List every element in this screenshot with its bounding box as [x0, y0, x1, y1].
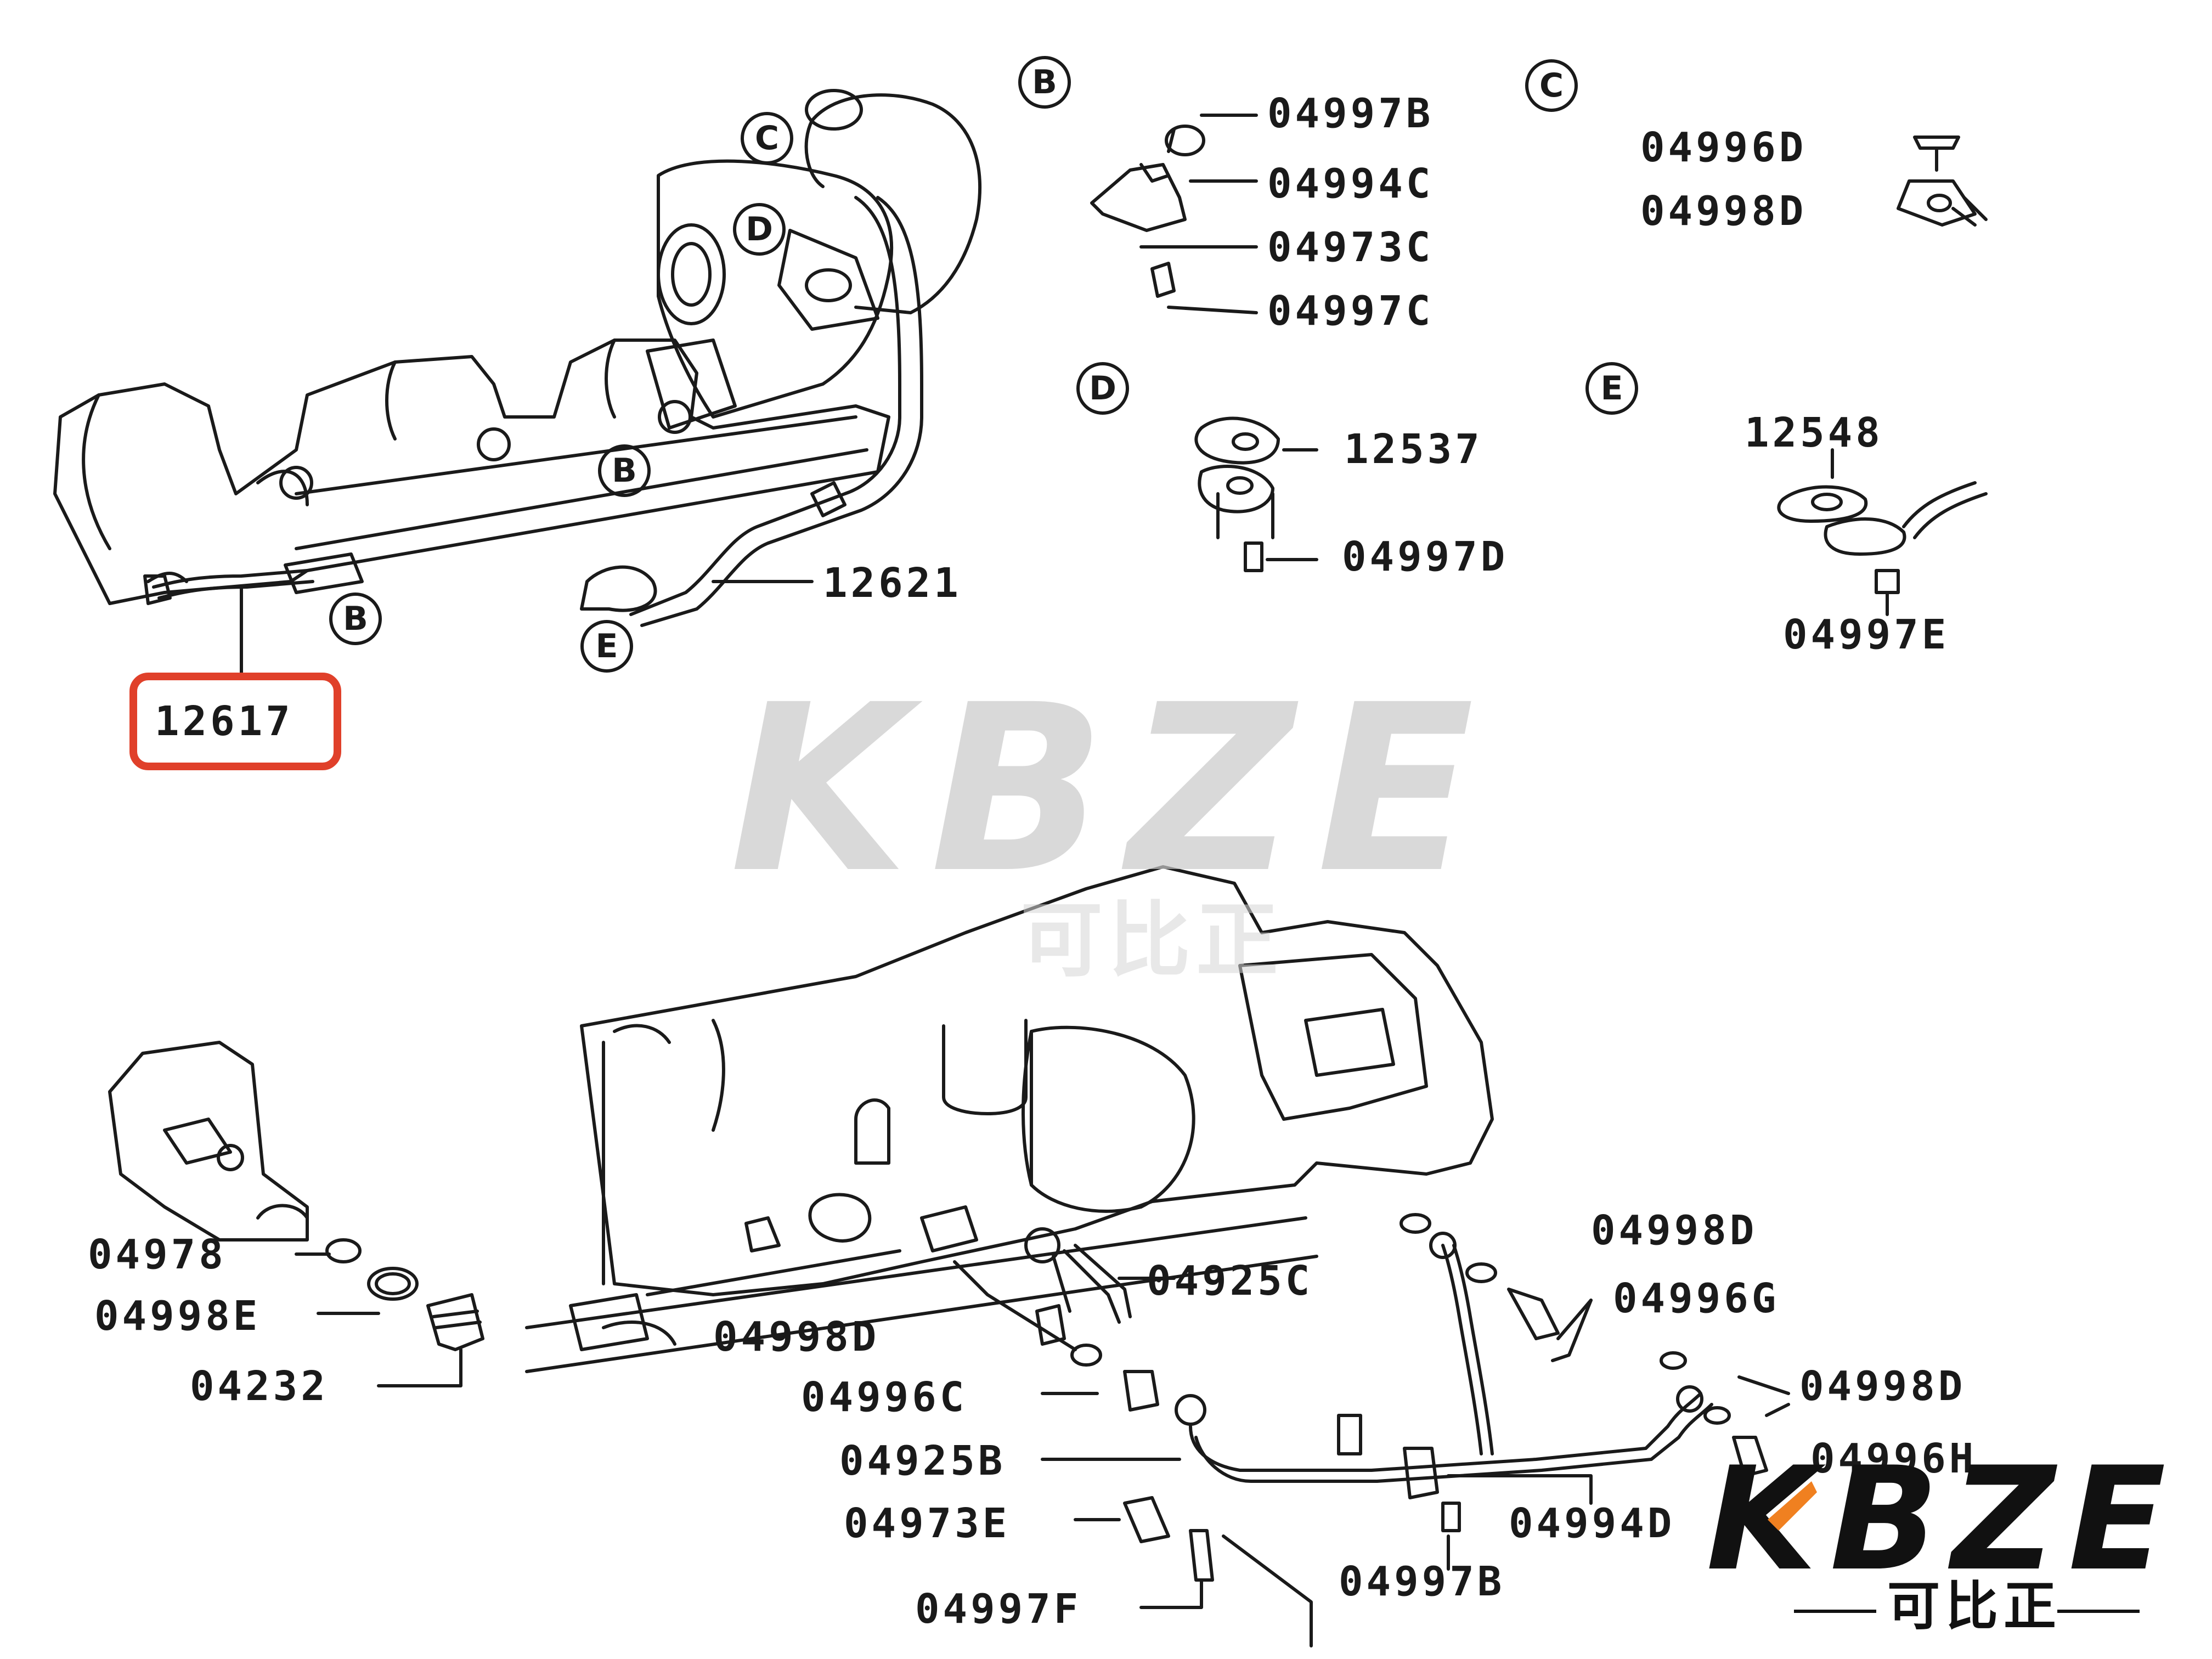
- logo-line-left: [1794, 1610, 1876, 1613]
- label-04994D: 04994D: [1509, 1500, 1675, 1547]
- highlight-box-12617: [129, 673, 341, 770]
- label-04973C: 04973C: [1267, 224, 1434, 271]
- plug-04232: [426, 1293, 484, 1351]
- group-b-parts: [1090, 114, 1258, 314]
- label-04997B-bottom: 04997B: [1339, 1558, 1505, 1605]
- label-12617: 12617: [155, 698, 294, 745]
- group-e-parts: [1777, 448, 1988, 616]
- pipe-04925C-drawing: [1024, 1227, 1143, 1346]
- label-12548: 12548: [1745, 409, 1883, 456]
- logo-accent-icon: [1768, 1481, 1817, 1531]
- bracket-drawing: [108, 1041, 309, 1242]
- label-04925C: 04925C: [1147, 1257, 1313, 1305]
- label-04996C: 04996C: [801, 1374, 968, 1421]
- pipe-04925B-drawing: [1070, 1213, 1768, 1582]
- key-c-top: C: [1525, 59, 1578, 112]
- label-04925B: 04925B: [839, 1437, 1006, 1485]
- key-b-pipe: B: [329, 592, 382, 645]
- label-04997B-top: 04997B: [1267, 90, 1434, 137]
- label-04997D: 04997D: [1342, 533, 1509, 580]
- turbocharger-drawing: [580, 89, 981, 627]
- label-04996H: 04996H: [1810, 1435, 1977, 1482]
- key-b-on-engine: B: [598, 444, 651, 497]
- label-12537: 12537: [1344, 426, 1483, 473]
- engine-block-drawing: [525, 865, 1494, 1373]
- oring-04998E: [367, 1267, 419, 1301]
- label-04997E: 04997E: [1783, 611, 1950, 658]
- label-04973E: 04973E: [844, 1500, 1011, 1547]
- key-c-turbo: C: [741, 112, 793, 165]
- label-04232: 04232: [190, 1363, 329, 1410]
- key-d-top: D: [1076, 362, 1129, 415]
- label-04997F: 04997F: [915, 1585, 1082, 1633]
- logo-line-right: [2057, 1610, 2140, 1613]
- logo-sub: 可比正: [1887, 1576, 2062, 1637]
- label-12621: 12621: [823, 560, 962, 607]
- key-e-pipe: E: [580, 620, 633, 673]
- label-04996G: 04996G: [1613, 1275, 1780, 1322]
- brand-logo: KBZE 可比正: [1706, 1448, 2200, 1646]
- key-d-turbo: D: [733, 203, 786, 256]
- label-04998D-right: 04998D: [1591, 1207, 1758, 1254]
- label-04998E: 04998E: [94, 1293, 261, 1340]
- group-c-parts: [1897, 136, 1988, 227]
- key-b-top: B: [1018, 56, 1071, 109]
- pipe-12617-drawing: [143, 569, 314, 676]
- label-04998D-mid: 04998D: [713, 1313, 880, 1361]
- washer-04978: [325, 1238, 362, 1263]
- label-04998D-lower-right: 04998D: [1799, 1363, 1966, 1410]
- label-04978: 04978: [88, 1231, 227, 1278]
- label-04998D-c: 04998D: [1640, 188, 1807, 235]
- watermark-sub: 可比正: [1020, 893, 1284, 989]
- exhaust-manifold-drawing: [53, 338, 890, 605]
- label-04996D: 04996D: [1640, 124, 1807, 171]
- label-04997C: 04997C: [1267, 287, 1434, 335]
- key-e-top: E: [1585, 362, 1638, 415]
- label-04994C: 04994C: [1267, 160, 1434, 207]
- watermark-brand: KBZE: [730, 656, 1497, 924]
- group-d-parts: [1194, 416, 1318, 572]
